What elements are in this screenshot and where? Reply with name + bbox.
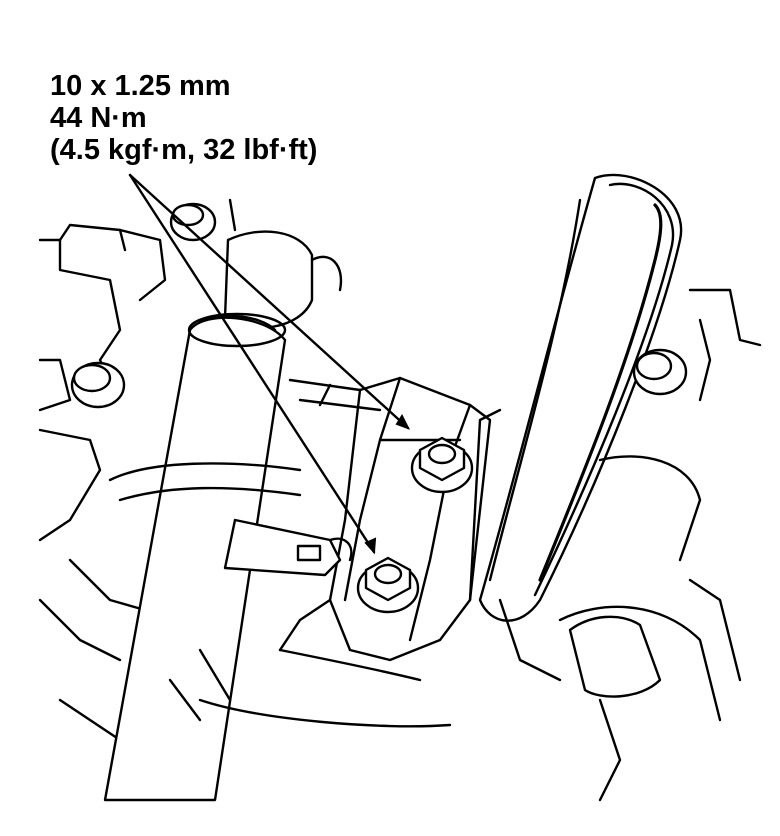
torque-nm-text: 44 N·m <box>50 102 147 134</box>
torque-alt-text: (4.5 kgf·m, 32 lbf·ft) <box>50 134 318 166</box>
torque-spec-label: 10 x 1.25 mm 44 N·m (4.5 kgf·m, 32 lbf·f… <box>50 70 317 166</box>
mount-nut-upper <box>410 436 474 494</box>
side-bolt-left <box>70 361 126 409</box>
lower-housing <box>108 462 452 728</box>
engine-block-right <box>498 288 762 802</box>
bolt-size-text: 10 x 1.25 mm <box>50 70 231 102</box>
side-bolt-right <box>632 348 688 396</box>
callout-leaders <box>128 173 411 555</box>
mount-bracket <box>288 376 492 662</box>
strap-lever <box>223 518 353 577</box>
mount-nut-lower <box>356 556 420 614</box>
pulley <box>468 173 683 622</box>
diagonal-pipe <box>103 312 287 802</box>
top-bolt <box>169 202 217 242</box>
